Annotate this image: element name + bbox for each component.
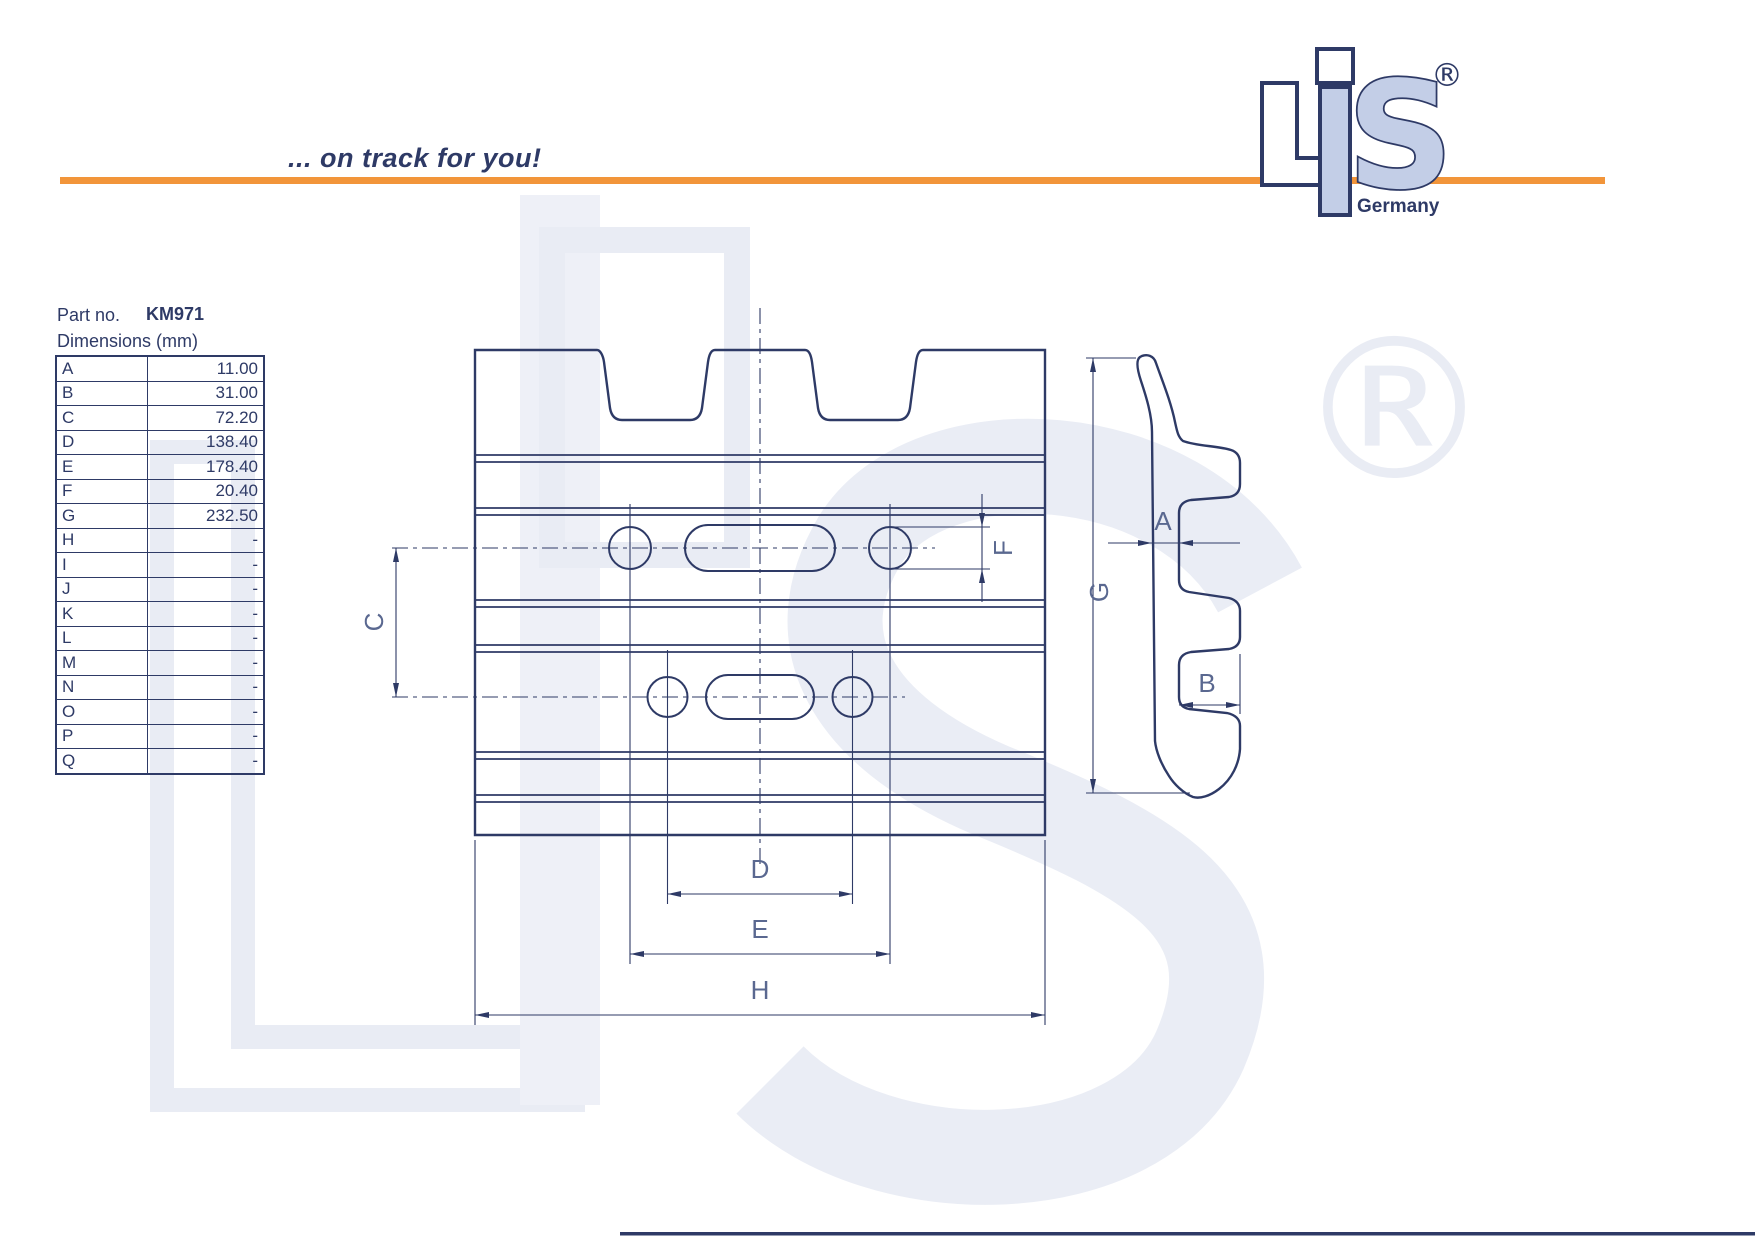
side-profile-drawing (1086, 354, 1242, 799)
extension-lines (474, 504, 1046, 1025)
top-view-drawing (392, 308, 1047, 1025)
dimension-line-e (630, 951, 890, 957)
centerlines (392, 308, 935, 868)
label-c: C (359, 613, 389, 632)
label-b: B (1198, 668, 1215, 698)
profile-outline (1136, 354, 1242, 799)
dimension-line-b (1179, 654, 1241, 714)
label-a: A (1154, 506, 1172, 536)
logo-country-label: Germany (1357, 196, 1440, 217)
label-f: F (988, 540, 1018, 556)
dimension-line-c (393, 548, 399, 697)
watermark-registered-icon: ® (1296, 297, 1492, 525)
dimension-line-f (979, 494, 985, 602)
pad-outline (473, 348, 1047, 837)
logo-letter-s: S (1347, 50, 1454, 222)
label-d: D (751, 854, 770, 884)
header-rule (60, 177, 1605, 184)
logo-letter-i-dot (1315, 47, 1355, 85)
label-e: E (751, 914, 768, 944)
footer-rule (620, 1232, 1755, 1236)
dimension-labels: C F D E H G A B (359, 506, 1216, 1005)
logo-letter-l (1260, 81, 1329, 187)
logo-registered-icon: ® (1431, 56, 1463, 94)
dimension-line-d (667, 891, 853, 897)
dimension-line-g (1086, 357, 1190, 794)
logo-letter-i-stem (1318, 85, 1352, 217)
label-h: H (751, 975, 770, 1005)
background-watermark: ® (150, 195, 1492, 1205)
dimension-line-a (1108, 540, 1240, 546)
technical-drawing: C F D E H G A B (359, 308, 1242, 1025)
label-g: G (1084, 582, 1114, 602)
dimension-line-h (475, 1012, 1045, 1018)
lis-logo: S ® Germany (1260, 47, 1463, 224)
